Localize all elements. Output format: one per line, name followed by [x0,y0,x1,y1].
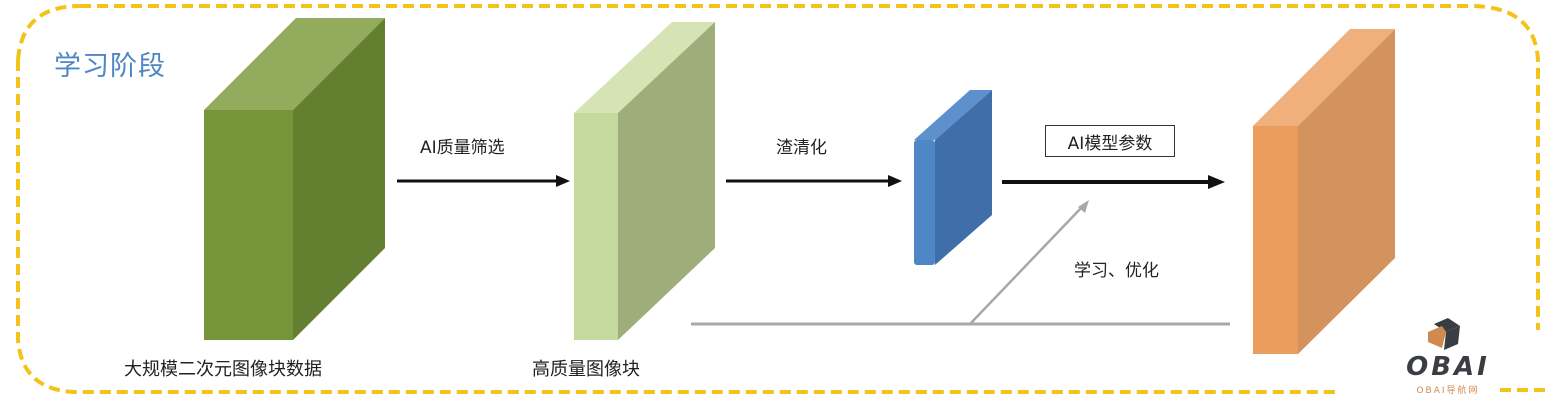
arrow-label-model-params: AI模型参数 [1067,133,1153,154]
feedback-arrow [691,200,1230,326]
model-block [1253,29,1395,354]
arrow-label-distill: 渣清化 [776,138,827,158]
arrow-label-quality-filter: AI质量筛选 [420,138,505,158]
hq-data-block [574,22,715,340]
watermark-subtitle: OBAI导航网 [1416,386,1480,396]
model-params-box: AI模型参数 [1045,125,1175,157]
raw-data-block [204,18,385,340]
arrow-model-params [1002,175,1225,189]
arrow-distill [726,175,902,187]
arrow-quality-filter [397,175,570,187]
stage-border [16,4,1550,394]
raw-data-label: 大规模二次元图像块数据 [124,359,322,380]
cube-logo-icon [1428,318,1460,350]
watermark-text: OBAI [1406,352,1490,382]
stage-title: 学习阶段 [54,51,166,82]
feedback-label: 学习、优化 [1074,261,1159,281]
distilled-block [914,90,992,265]
hq-data-label: 高质量图像块 [532,359,640,380]
